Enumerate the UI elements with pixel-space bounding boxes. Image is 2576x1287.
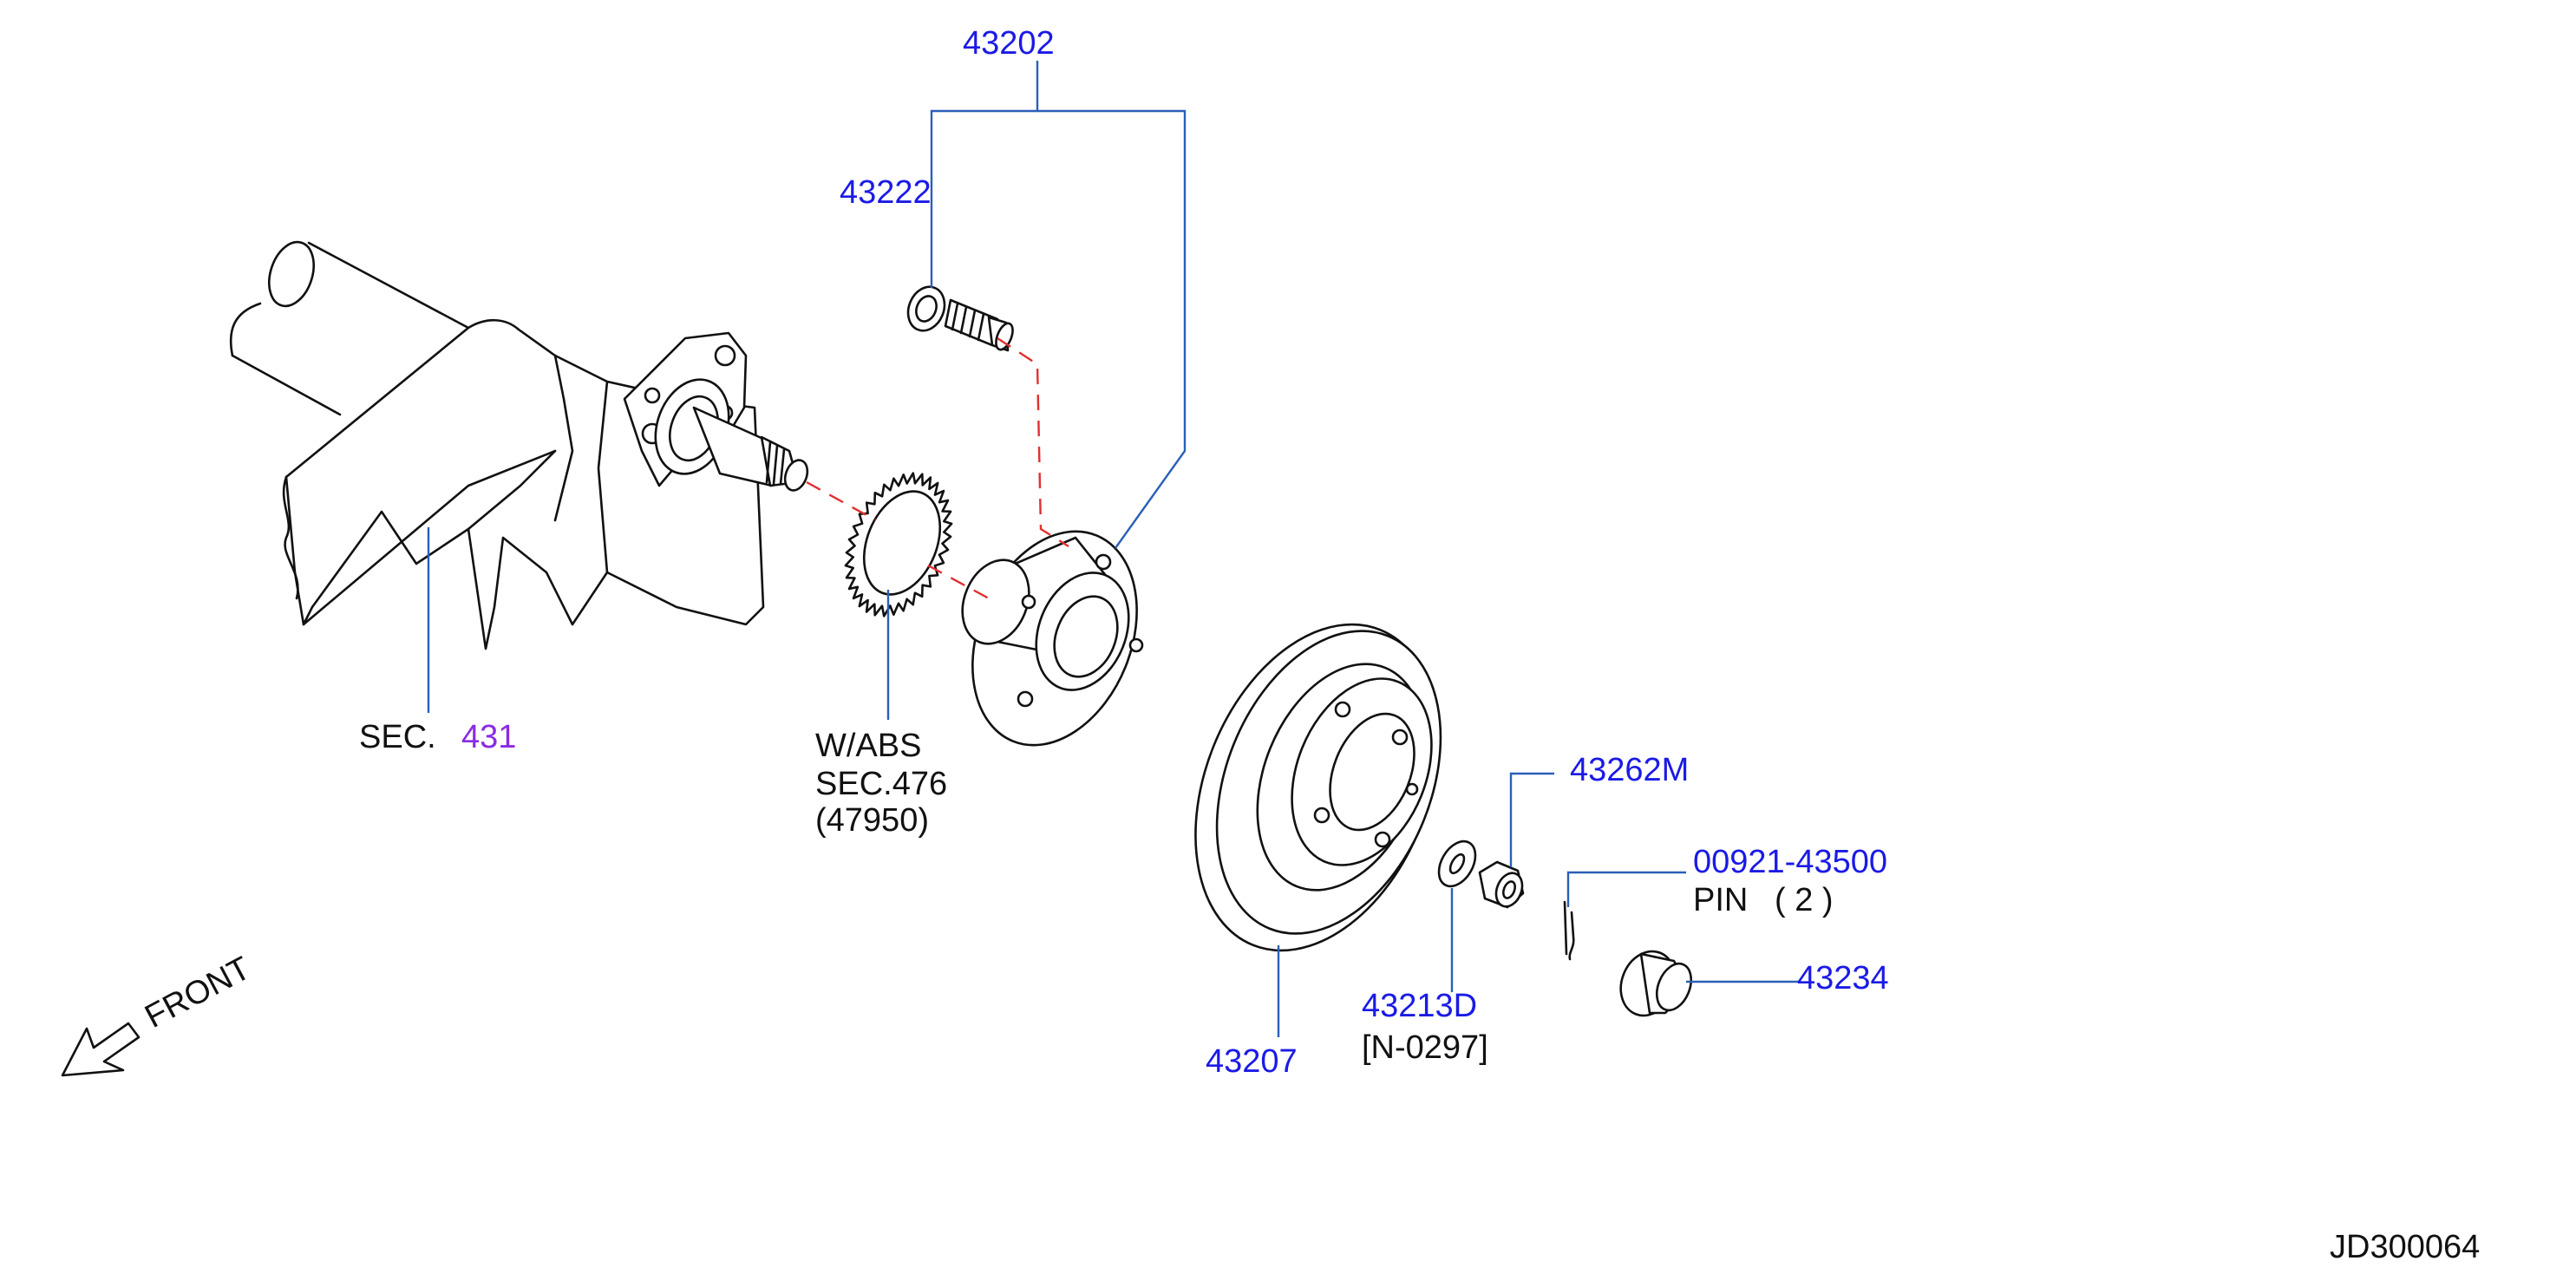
front-label: FRONT <box>140 950 257 1035</box>
pin-qty: ( 2 ) <box>1775 882 1834 918</box>
hub-cap-drawing <box>1619 950 1693 1017</box>
abs-sensor-ring-drawing <box>844 472 953 617</box>
hub-nut-drawing <box>1478 860 1525 909</box>
pin-label: PIN <box>1693 882 1748 918</box>
brake-rotor-drawing <box>1194 623 1442 952</box>
sec-label: SEC. <box>359 719 436 755</box>
front-arrow-icon <box>61 1022 141 1077</box>
wheel-hub-drawing <box>961 530 1144 747</box>
abs-note-line2: SEC.476 <box>815 766 947 802</box>
washer-note: [N-0297] <box>1362 1029 1488 1066</box>
washer-drawing <box>1437 839 1477 888</box>
callout-43262m[interactable]: 43262M <box>1570 752 1689 788</box>
diagram-id: JD300064 <box>2330 1229 2480 1265</box>
callout-43234[interactable]: 43234 <box>1797 960 1889 996</box>
callout-43222[interactable]: 43222 <box>840 174 932 211</box>
axle-beam-drawing <box>229 240 809 650</box>
cotter-pin-drawing <box>1563 900 1575 961</box>
callout-00921-43500[interactable]: 00921-43500 <box>1693 844 1887 880</box>
callout-43202[interactable]: 43202 <box>963 25 1055 62</box>
callout-43207[interactable]: 43207 <box>1206 1043 1298 1080</box>
abs-note-line1: W/ABS <box>815 728 921 764</box>
hub-bolt-drawing <box>906 285 1014 352</box>
leader-lines <box>427 61 1799 1037</box>
sec-431-link[interactable]: 431 <box>461 719 516 755</box>
callout-43213d[interactable]: 43213D <box>1362 988 1477 1024</box>
part-labels: 43202 43222 SEC. 431 W/ABS SEC.476 (4795… <box>140 25 2481 1265</box>
assembly-axis <box>806 336 1069 600</box>
abs-note-line3: (47950) <box>815 802 929 839</box>
